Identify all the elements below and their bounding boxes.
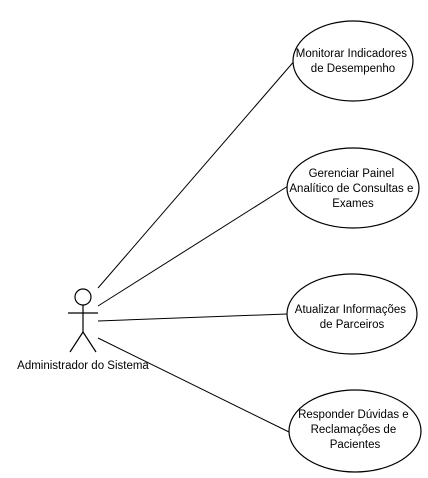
use-case-label-line: Reclamações de — [311, 424, 397, 436]
use-case-ellipse — [288, 389, 422, 473]
use-case-label: Monitorar Indicadores de Desempenho — [296, 48, 410, 75]
actor-left-leg — [69, 331, 84, 353]
actor-right-leg — [82, 331, 97, 353]
use-case-responder-duvidas: Responder Dúvidas e Reclamações de Pacie… — [288, 389, 422, 473]
association-line-uc3 — [97, 313, 288, 322]
use-case-label: Atualizar Informações de Parceiros — [295, 304, 409, 331]
actor-stick-figure — [68, 288, 98, 353]
use-case-label-line: Analítico de Consultas e — [289, 183, 413, 195]
use-case-label-line: Pacientes — [330, 439, 381, 451]
use-case-ellipse — [292, 20, 414, 102]
actor-head — [74, 288, 92, 306]
actor-label: Administrador do Sistema — [17, 360, 149, 372]
use-case-label-line: Exames — [332, 198, 374, 210]
use-case-gerenciar-painel: Gerenciar Painel Analítico de Consultas … — [286, 147, 420, 229]
use-case-label-line: de Desempenho — [311, 63, 395, 75]
use-case-label-line: Monitorar Indicadores — [296, 48, 407, 60]
association-line-uc2 — [97, 185, 289, 307]
use-case-label-line: Gerenciar Painel — [309, 168, 395, 180]
use-case-monitorar-indicadores: Monitorar Indicadores de Desempenho — [292, 20, 414, 102]
use-case-atualizar-informacoes: Atualizar Informações de Parceiros — [286, 273, 418, 355]
association-line-uc4 — [97, 337, 290, 433]
use-case-label-line: de Parceiros — [320, 319, 385, 331]
use-case-ellipse — [286, 273, 418, 355]
use-case-label: Gerenciar Painel Analítico de Consultas … — [289, 168, 416, 210]
use-case-label-line: Responder Dúvidas e — [298, 409, 409, 421]
use-case-label-line: Atualizar Informações — [295, 304, 406, 316]
association-line-uc1 — [97, 58, 297, 289]
use-case-ellipse — [286, 147, 420, 229]
use-case-label: Responder Dúvidas e Reclamações de Pacie… — [298, 409, 412, 451]
